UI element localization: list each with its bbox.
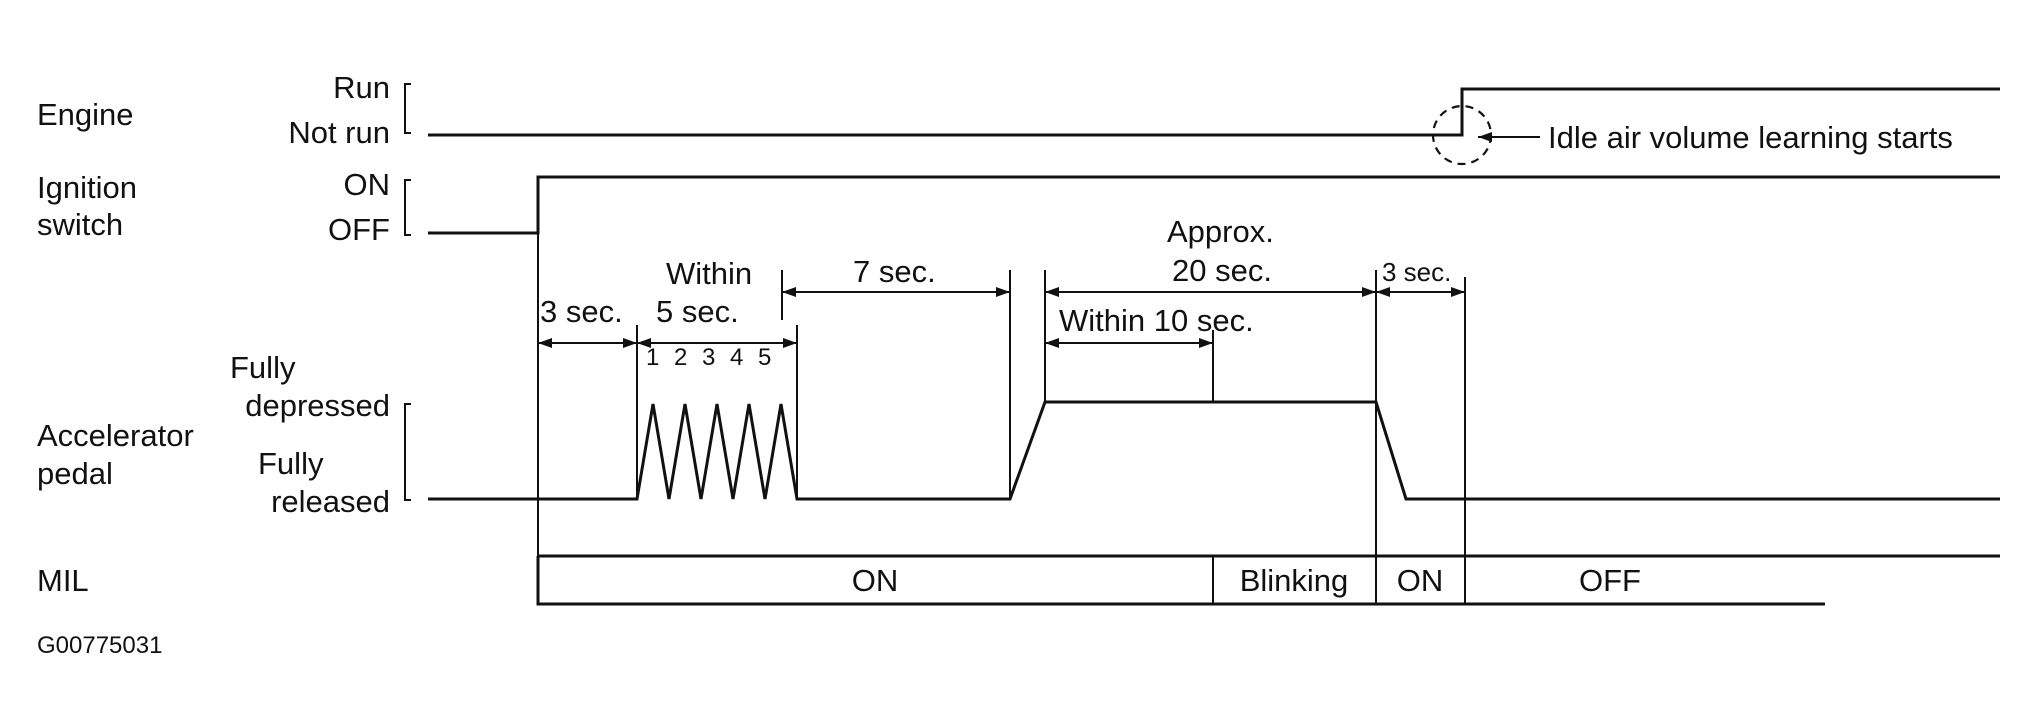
mil-segment-on-2: ON (1397, 563, 1444, 598)
learning-start-annotation: Idle air volume learning starts (1548, 120, 1953, 155)
pedal-count-3: 3 (702, 344, 715, 371)
ignition-level-bracket (404, 179, 411, 236)
dim-within10-arrow (1045, 338, 1213, 348)
engine-signal-line (428, 87, 2000, 137)
timing-within5-line1: Within (666, 256, 752, 291)
pedal-count-4: 4 (730, 344, 743, 371)
learning-start-leader (1478, 132, 1540, 142)
timing-within5-line2: 5 sec. (656, 294, 739, 329)
accelerator-level-bracket (404, 403, 411, 501)
pedal-count-5: 5 (758, 344, 771, 371)
figure-id: G00775031 (37, 632, 163, 659)
accelerator-signal-line (428, 400, 2000, 501)
dim-within5-arrow (637, 338, 797, 348)
timing-approx20-line1: Approx. (1167, 214, 1274, 249)
dim-approx20-arrow (1045, 287, 1376, 297)
fully-depressed-label-line1: Fully (230, 350, 296, 385)
ignition-row-label-line1: Ignition (37, 170, 137, 205)
timing-approx20-line2: 20 sec. (1172, 253, 1272, 288)
accelerator-row-label-line1: Accelerator (37, 418, 194, 453)
ignition-off-label: OFF (328, 212, 390, 247)
timing-7sec-label: 7 sec. (853, 254, 936, 289)
mil-segment-off: OFF (1579, 563, 1641, 598)
engine-level-bracket (404, 83, 411, 134)
fully-depressed-label-line2: depressed (245, 388, 390, 423)
fully-released-label-line2: released (271, 484, 390, 519)
pedal-count-1: 1 (646, 344, 659, 371)
ignition-row-label-line2: switch (37, 207, 124, 242)
timing-within10-label: Within 10 sec. (1059, 303, 1254, 338)
pedal-count-2: 2 (674, 344, 687, 371)
ignition-signal-line (428, 175, 2000, 235)
engine-not-run-label: Not run (288, 115, 390, 150)
dim-3sec-arrow (538, 338, 637, 348)
mil-segment-on: ON (852, 563, 899, 598)
fully-released-label-line1: Fully (258, 446, 324, 481)
mil-segment-blinking: Blinking (1240, 563, 1349, 598)
mil-row-label: MIL (37, 563, 89, 598)
mil-bottom-line (536, 556, 1825, 606)
ignition-on-label: ON (343, 167, 391, 202)
timing-3sec-final-label: 3 sec. (1382, 257, 1451, 287)
dim-7sec-arrow (782, 287, 1010, 297)
engine-run-label: Run (333, 70, 390, 105)
accelerator-row-label-line2: pedal (37, 456, 113, 491)
engine-row-label: Engine (37, 97, 134, 132)
timing-3sec-label: 3 sec. (540, 294, 623, 329)
dim-3sec-final-arrow (1376, 287, 1465, 297)
